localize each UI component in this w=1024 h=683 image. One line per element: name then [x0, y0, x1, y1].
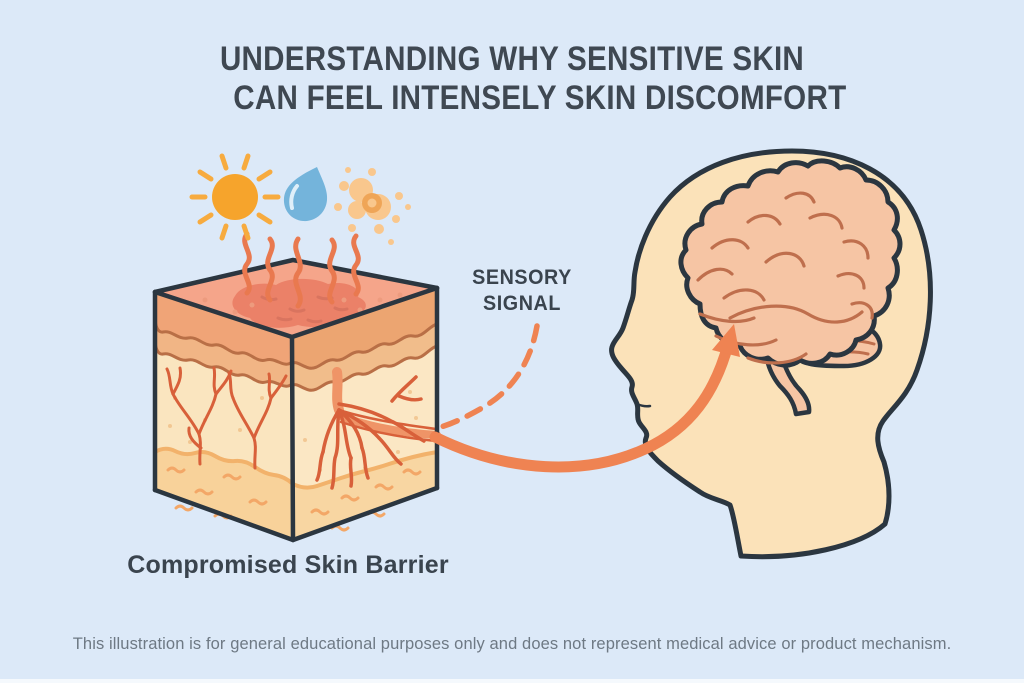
skin-cross-section [152, 257, 441, 543]
epidermis-line1-right [290, 322, 439, 370]
subcutaneous-layer-right [293, 452, 437, 540]
subcutaneous-boundary-left [153, 446, 295, 486]
sensory-signal-line-2: SIGNAL [483, 292, 561, 315]
mouth-line [635, 402, 652, 408]
brain [678, 158, 903, 417]
nerve-endings [165, 366, 288, 470]
skin-barrier-caption: Compromised Skin Barrier [127, 551, 449, 579]
bottom-edge-strip [0, 679, 1024, 683]
title-line-1: UNDERSTANDING WHY SENSITIVE SKIN [219, 40, 805, 78]
allergen-particles-icon [334, 167, 411, 245]
nerve-bundle [315, 367, 441, 490]
epidermis-line2-right [290, 344, 439, 392]
head-profile [609, 148, 933, 560]
irritation-wave-lines [242, 231, 361, 309]
arrowhead [712, 324, 740, 357]
epidermis-band1-right [292, 288, 437, 369]
epidermis-band1-left [155, 292, 292, 365]
page-title: UNDERSTANDING WHY SENSITIVE SKIN CAN FEE… [0, 40, 1024, 118]
sun-icon [189, 153, 281, 241]
sensory-signal-arrow [429, 324, 740, 473]
water-drop-icon [283, 167, 328, 222]
cube-outline [152, 257, 440, 543]
title-line-2: CAN FEEL INTENSELY SKIN DISCOMFORT [233, 79, 847, 117]
sensory-signal-dashed-line [438, 323, 540, 430]
sensory-signal-line-1: SENSORY [472, 266, 572, 289]
epidermis-line1-left [153, 315, 294, 366]
brain-gyri-lines [696, 191, 874, 365]
sensory-signal-label: SENSORY SIGNAL [442, 265, 602, 317]
disclaimer-text: This illustration is for general educati… [72, 635, 952, 653]
